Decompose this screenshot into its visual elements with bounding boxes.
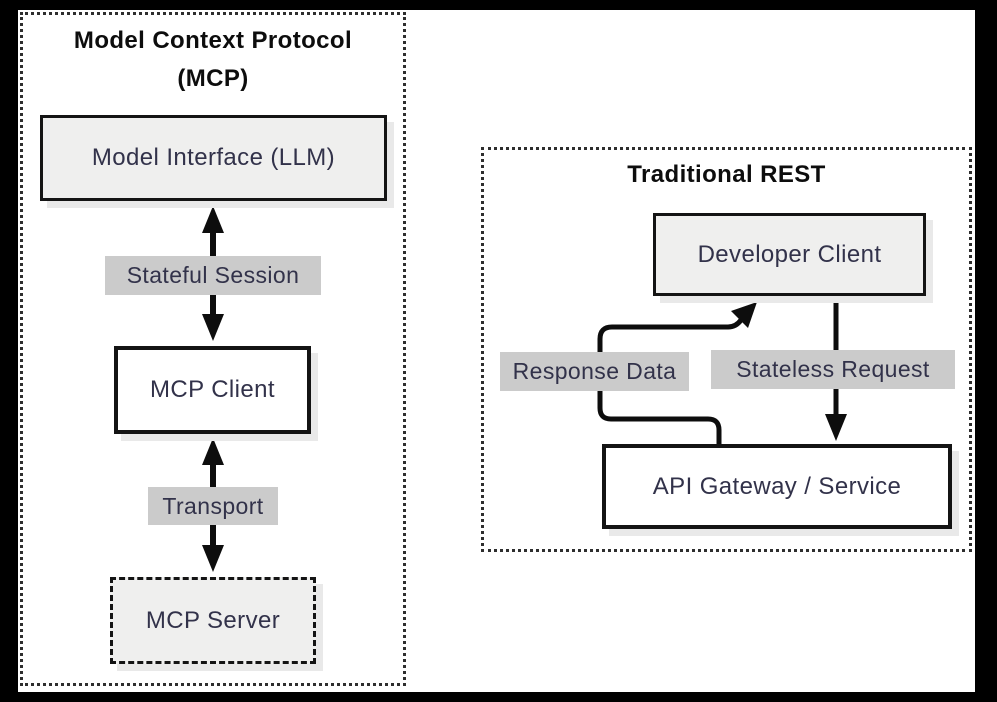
- node-mcp-client: MCP Client: [114, 346, 311, 434]
- mcp-panel: Model Context Protocol (MCP): [20, 12, 406, 686]
- rest-panel-title: Traditional REST: [627, 161, 826, 188]
- node-mcp-server: MCP Server: [110, 577, 316, 664]
- rest-panel: Traditional REST: [481, 147, 972, 552]
- edge-label-stateful-session: Stateful Session: [105, 256, 321, 295]
- node-model-interface: Model Interface (LLM): [40, 115, 387, 201]
- mcp-panel-subtitle: (MCP): [177, 65, 249, 92]
- node-developer-client: Developer Client: [653, 213, 926, 296]
- edge-label-response-data: Response Data: [500, 352, 689, 391]
- edge-label-transport: Transport: [148, 487, 278, 525]
- node-api-gateway: API Gateway / Service: [602, 444, 952, 529]
- response-data-arrow: [597, 302, 757, 446]
- edge-label-stateless-request: Stateless Request: [711, 350, 955, 389]
- mcp-panel-title: Model Context Protocol: [73, 27, 353, 54]
